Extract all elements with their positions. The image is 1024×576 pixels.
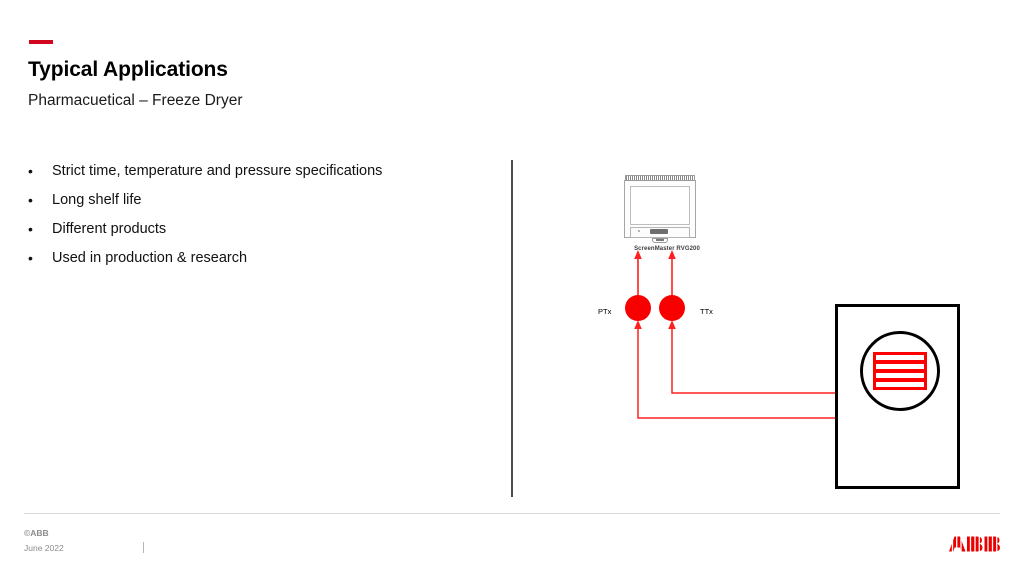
temperature-transmitter-label: TTx xyxy=(700,307,713,316)
footer-copyright: ©ABB xyxy=(24,528,49,538)
recorder-status-led-icon xyxy=(638,230,640,232)
pressure-transmitter-marker xyxy=(625,295,651,321)
abb-logo-icon xyxy=(949,535,1000,553)
bullet-marker-icon: • xyxy=(28,163,33,179)
bullet-marker-icon: • xyxy=(28,250,33,266)
pressure-transmitter-label: PTx xyxy=(598,307,612,316)
shelf-bar xyxy=(876,382,924,387)
list-item-label: Long shelf life xyxy=(52,192,142,208)
list-item: • Different products xyxy=(28,220,488,239)
page-subtitle: Pharmacuetical – Freeze Dryer xyxy=(28,92,243,109)
footer-date: June 2022 xyxy=(24,543,64,553)
abb-logo xyxy=(948,534,1004,554)
list-item: • Used in production & research xyxy=(28,249,488,268)
shelf-bar xyxy=(876,364,924,369)
content-divider xyxy=(511,160,513,497)
list-item-label: Strict time, temperature and pressure sp… xyxy=(52,163,383,179)
freeze-dryer-diagram: ScreenMaster RVG200 PTx TTx xyxy=(560,160,1000,510)
footer-separator-tick xyxy=(143,542,144,553)
bullet-list: • Strict time, temperature and pressure … xyxy=(28,162,488,278)
recorder-navigation-key xyxy=(650,229,668,234)
shelf-stack xyxy=(873,352,927,390)
recorder-vent-strip-icon xyxy=(625,175,695,181)
recorder-display-screen xyxy=(630,186,690,225)
shelf-bar xyxy=(876,373,924,378)
process-wiring xyxy=(634,250,836,419)
footer-divider xyxy=(24,513,1000,514)
temperature-transmitter-marker xyxy=(659,295,685,321)
shelf-bar xyxy=(876,355,924,360)
bullet-marker-icon: • xyxy=(28,192,33,208)
title-accent-dash xyxy=(29,40,53,44)
list-item: • Long shelf life xyxy=(28,191,488,210)
list-item-label: Different products xyxy=(52,221,167,237)
recorder-foot-detail xyxy=(656,239,664,241)
bullet-marker-icon: • xyxy=(28,221,33,237)
list-item: • Strict time, temperature and pressure … xyxy=(28,162,488,181)
recorder-label: ScreenMaster RVG200 xyxy=(634,246,700,252)
list-item-label: Used in production & research xyxy=(52,250,248,266)
page-title: Typical Applications xyxy=(28,58,228,81)
screenmaster-recorder xyxy=(624,175,696,245)
